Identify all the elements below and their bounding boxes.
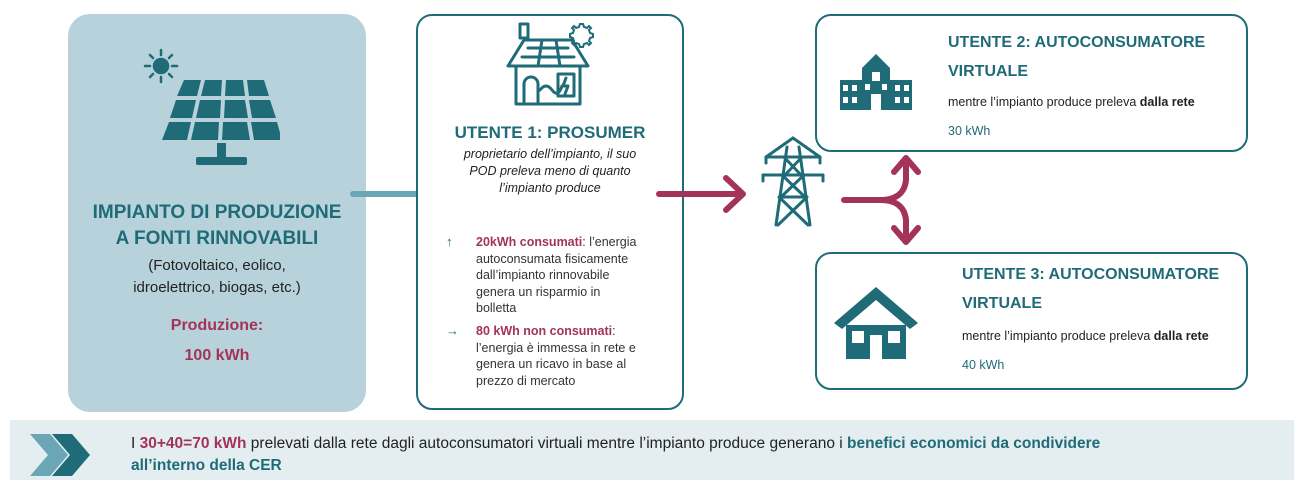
- consumed-item: ↑ 20kWh consumati: l’energia autoconsuma…: [446, 234, 637, 315]
- user2-description: mentre l’impianto produce preleva dalla …: [948, 95, 1195, 109]
- prosumer-house-icon: [506, 22, 594, 106]
- plant-title: IMPIANTO DI PRODUZIONE A FONTI RINNOVABI…: [92, 202, 342, 249]
- production-label: Produzione:: [170, 317, 264, 334]
- user3-description: mentre l’impianto produce preleva dalla …: [962, 329, 1209, 343]
- user2-kwh: 30 kWh: [948, 124, 991, 138]
- prosumer-title: UTENTE 1: PROSUMER: [454, 123, 646, 142]
- sun-icon: [143, 48, 179, 84]
- user3-box: [815, 252, 1248, 390]
- gear-icon: [569, 23, 594, 48]
- fork-arrow-icon: [841, 155, 921, 245]
- not-consumed-highlight: 80 kWh non consumati: [476, 324, 613, 338]
- user2-title: UTENTE 2: AUTOCONSUMATORE VIRTUALE: [948, 34, 1206, 80]
- house-icon: [834, 287, 918, 359]
- banner-text: I 30+40=70 kWh prelevati dalla rete dagl…: [131, 435, 1101, 474]
- production-value: 100 kWh: [184, 347, 250, 364]
- banner-total-highlight: 30+40=70 kWh: [139, 435, 247, 452]
- building-icon: [840, 54, 912, 110]
- user3-kwh: 40 kWh: [962, 358, 1005, 372]
- banner-benefits-highlight: benefici economici da condividere: [847, 435, 1101, 452]
- solar-panel-icon: [143, 48, 280, 165]
- arrow-up-icon: ↑: [446, 234, 453, 249]
- prosumer-box: [416, 14, 684, 410]
- arrow-right-small-icon: →: [446, 323, 459, 338]
- double-chevron-icon: [30, 434, 90, 476]
- pylon-icon: [761, 136, 825, 227]
- consumed-highlight: 20kWh consumati: [476, 235, 583, 249]
- user3-title: UTENTE 3: AUTOCONSUMATORE VIRTUALE: [962, 266, 1220, 312]
- plant-subtitle: (Fotovoltaico, eolico, idroelettrico, bi…: [133, 257, 301, 296]
- arrow-right-magenta-icon: [656, 175, 746, 213]
- prosumer-description: proprietario dell’impianto, il suo POD p…: [463, 147, 637, 195]
- not-consumed-item: → 80 kWh non consumati: l’energia è imme…: [446, 323, 636, 388]
- summary-banner: [10, 420, 1294, 480]
